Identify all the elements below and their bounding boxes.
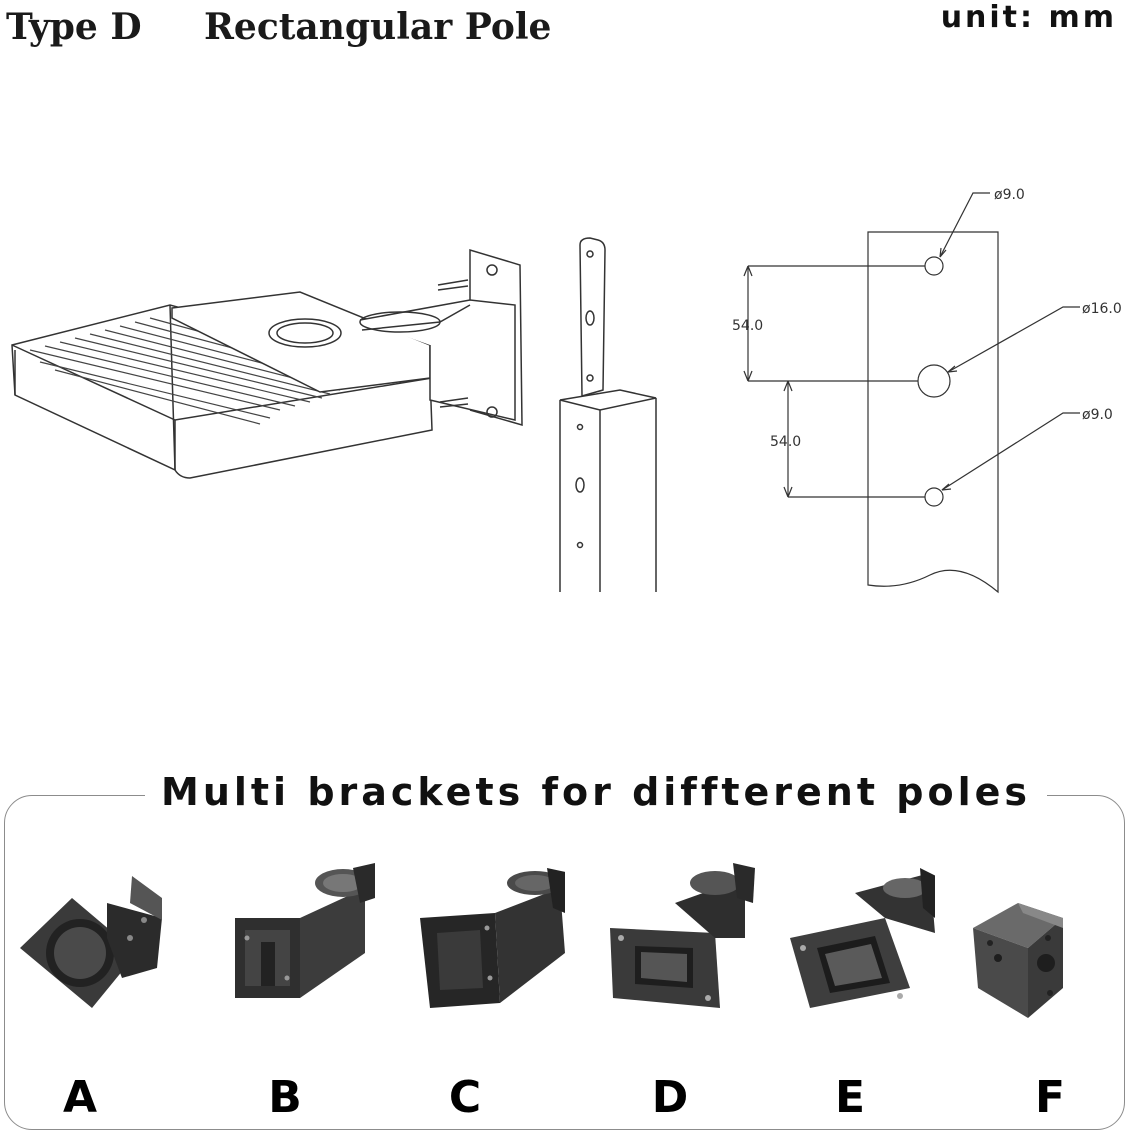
hole-top-label: ø9.0 (994, 187, 1025, 203)
bracket-letter-d: D (651, 1072, 689, 1123)
light-fixture-drawing (11, 248, 523, 479)
bracket-letter-a: A (62, 1072, 98, 1123)
bracket-b-image (235, 863, 375, 998)
line-drawing: ø9.0 ø16.0 ø9.0 54.0 54.0 (11, 187, 1122, 594)
unit-label: unit: mm (940, 0, 1117, 35)
bracket-f-image (973, 903, 1063, 1018)
bracket-letter-b: B (268, 1072, 302, 1123)
bracket-c-image (420, 868, 565, 1008)
bracket-letter-c: C (448, 1072, 482, 1123)
bracket-d-image (610, 863, 755, 1008)
bracket-letter-f: F (1034, 1072, 1066, 1123)
spacing-lower-label: 54.0 (770, 434, 801, 450)
brackets-panel-title: Multi brackets for diffterent poles (145, 770, 1047, 814)
hole-mid-label: ø16.0 (1082, 301, 1122, 317)
pole-drawing (559, 237, 657, 592)
hole-bottom-label: ø9.0 (1082, 407, 1113, 423)
bracket-e-image (790, 868, 935, 1008)
bracket-letter-e: E (834, 1072, 866, 1123)
pole-label: Rectangular Pole (204, 6, 552, 48)
dimension-drawing (743, 192, 1080, 594)
bracket-a-image (20, 876, 162, 1008)
spacing-upper-label: 54.0 (732, 318, 763, 334)
type-label: Type D (6, 6, 142, 48)
